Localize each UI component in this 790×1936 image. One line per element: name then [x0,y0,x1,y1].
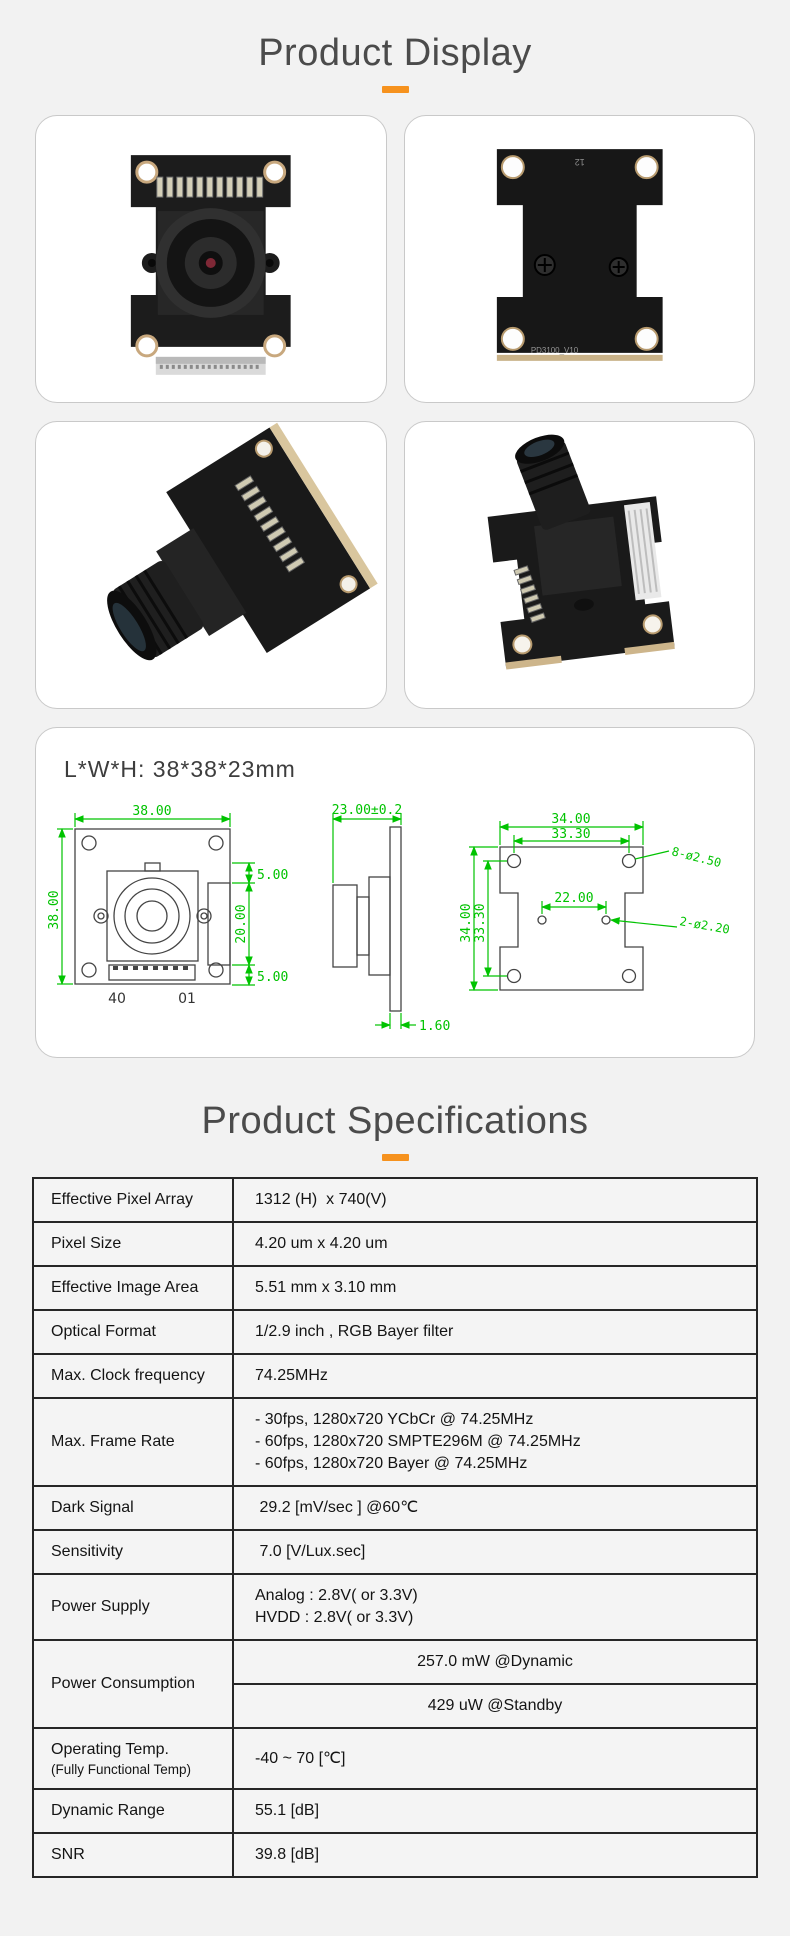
specs-section-header: Product Specifications [0,1098,790,1161]
specs-title: Product Specifications [201,1100,589,1142]
product-gallery: 12 PD3100_V10 [35,115,755,709]
dim-back-mid-w: 22.00 [554,891,593,906]
board-label-12: 12 [574,157,584,167]
spec-value-cell: 429 uW @Standby [232,1683,758,1729]
spec-row: Operating Temp.(Fully Functional Temp)-4… [32,1727,758,1790]
dim-back-outer-h: 34.00 [459,903,474,942]
spec-value-cell: -40 ~ 70 [℃] [232,1727,758,1790]
spec-label-cell: Optical Format [32,1309,234,1355]
accent-dash [381,1154,409,1161]
dim-back-outer-w: 34.00 [551,812,590,827]
dim-front-bottom-offset: 5.00 [257,970,288,985]
spec-label-cell: Effective Image Area [32,1265,234,1311]
spec-row: Sensitivity 7.0 [V/Lux.sec] [32,1529,758,1575]
spec-label-cell: Power Consumption [32,1639,234,1729]
dimension-card: L*W*H: 38*38*23mm 40 01 [35,727,755,1058]
camera-module-angled-front-photo [487,434,675,670]
dim-back-small-holes: 2-ø2.20 [678,914,730,937]
dim-back-inner-w: 33.30 [551,827,590,842]
dimension-size-label: L*W*H: 38*38*23mm [64,756,296,782]
dim-side-depth: 23.00±0.2 [332,803,402,818]
side-dim-texts: 23.00±0.2 1.60 [332,803,451,1034]
front-dim-lines [57,813,255,986]
photo-card-angled-left [35,421,387,709]
photo-card-front [35,115,387,403]
display-title: Product Display [258,32,532,74]
spec-row: Max. Frame Rate- 30fps, 1280x720 YCbCr @… [32,1397,758,1487]
front-connector-pins [113,966,188,970]
spec-value-cell: 29.2 [mV/sec ] @60℃ [232,1485,758,1531]
pin-label-40: 40 [108,991,126,1007]
spec-value-cell: 74.25MHz [232,1353,758,1399]
spec-label-cell: Effective Pixel Array [32,1177,234,1223]
photo-card-angled-front [403,421,755,709]
spec-row: 429 uW @Standby [33,1683,758,1729]
dimension-drawing: 40 01 38.00 38.00 5.00 20.00 5.00 [47,803,731,1034]
spec-value-cell: 39.8 [dB] [232,1832,758,1878]
back-dim-lines [469,821,678,991]
board-label-model: PD3100_V10 [530,346,578,355]
side-dim-lines [332,813,416,1029]
spec-label-cell: Pixel Size [32,1221,234,1267]
dim-back-inner-h: 33.30 [473,903,488,942]
spec-value-cell: 7.0 [V/Lux.sec] [232,1529,758,1575]
spec-label-cell: Max. Frame Rate [32,1397,234,1487]
dim-front-top-offset: 5.00 [257,868,288,883]
spec-value-cell: 1/2.9 inch , RGB Bayer filter [232,1309,758,1355]
spec-value-cell: 55.1 [dB] [232,1788,758,1834]
dim-front-width: 38.00 [132,804,171,819]
side-view-outline [332,826,402,1012]
spec-label-cell: Dark Signal [32,1485,234,1531]
pin-label-01: 01 [178,991,196,1007]
spec-value-cell: 5.51 mm x 3.10 mm [232,1265,758,1311]
display-section-header: Product Display [0,0,790,93]
camera-module-front-photo [130,155,291,375]
spec-label-cell: SNR [32,1832,234,1878]
camera-module-back-photo: 12 PD3100_V10 [496,149,663,361]
front-view-outline [74,828,231,985]
spec-value-cell: - 30fps, 1280x720 YCbCr @ 74.25MHz- 60fp… [232,1397,758,1487]
dim-back-holes: 8-ø2.50 [670,844,722,870]
spec-value-cell: 4.20 um x 4.20 um [232,1221,758,1267]
back-view-outline [499,846,644,991]
spec-value-cell: Analog : 2.8V( or 3.3V)HVDD : 2.8V( or 3… [232,1573,758,1641]
dim-front-height: 38.00 [47,890,62,929]
dim-front-mid: 20.00 [234,904,249,943]
accent-dash [381,86,409,93]
spec-label-cell: Sensitivity [32,1529,234,1575]
front-dim-texts: 38.00 38.00 5.00 20.00 5.00 [47,804,288,985]
spec-value-cell: 1312 (H) x 740(V) [232,1177,758,1223]
spec-label-cell: Operating Temp.(Fully Functional Temp) [32,1727,234,1790]
spec-label-cell: Max. Clock frequency [32,1353,234,1399]
spec-row: Dark Signal 29.2 [mV/sec ] @60℃ [32,1485,758,1531]
photo-card-back: 12 PD3100_V10 [403,115,755,403]
spec-label-cell: Dynamic Range [32,1788,234,1834]
spec-label-cell: Power Supply [32,1573,234,1641]
camera-module-angled-left-photo [107,422,378,661]
spec-value-cell: 257.0 mW @Dynamic [232,1639,758,1685]
dim-side-thickness: 1.60 [419,1019,450,1034]
